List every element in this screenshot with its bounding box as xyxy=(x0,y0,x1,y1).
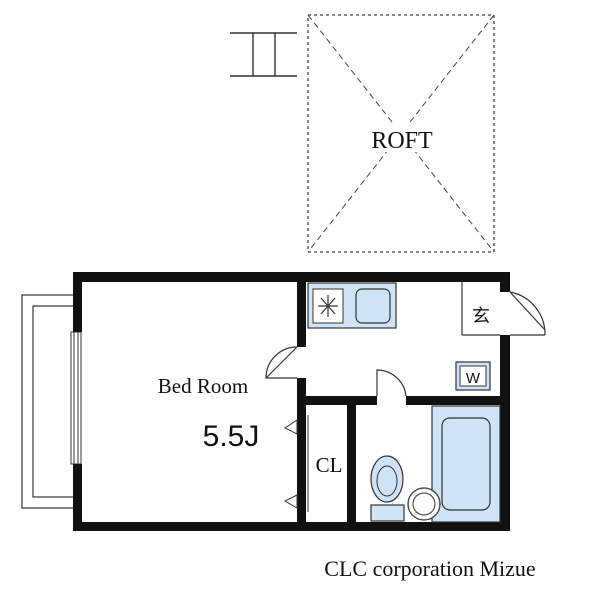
washer-inner xyxy=(459,365,487,387)
ladder xyxy=(230,32,297,77)
bedroom-size-label: 5.5J xyxy=(203,420,260,453)
closet-label: CL xyxy=(316,453,343,477)
wall-left-upper xyxy=(73,272,82,332)
wall-bedroom-kitchen-upper xyxy=(297,272,306,347)
wall-closet-bath xyxy=(347,396,356,531)
bedroom: Bed Room 5.5J xyxy=(158,346,298,453)
wall-hall-left xyxy=(297,396,377,405)
snowflake-icon xyxy=(318,295,338,317)
bedroom-label: Bed Room xyxy=(158,374,248,398)
balcony xyxy=(21,294,75,509)
loft-outline xyxy=(307,14,495,253)
wall-right-lower xyxy=(500,335,510,531)
bath-door xyxy=(376,369,407,397)
window xyxy=(70,331,82,465)
bedroom-door xyxy=(265,346,298,379)
entrance-door xyxy=(509,291,546,336)
wall-top xyxy=(73,272,510,282)
loft-area: ROFT xyxy=(307,14,495,253)
wall-right-upper xyxy=(500,272,510,292)
bathtub-basin xyxy=(441,417,491,511)
wall-bedroom-kitchen-lower xyxy=(297,378,306,531)
toilet-seat xyxy=(376,465,398,497)
walls xyxy=(73,272,510,531)
entrance-label: 玄 xyxy=(472,306,490,326)
bathroom xyxy=(370,405,501,523)
closet: CL xyxy=(283,415,343,512)
loft-label: ROFT xyxy=(371,128,433,154)
wall-left-lower xyxy=(73,464,82,531)
loft-label-bg xyxy=(366,124,438,152)
toilet-tank xyxy=(370,504,405,522)
washer-label: W xyxy=(466,370,481,387)
wall-bottom xyxy=(73,522,510,531)
kitchen-sink xyxy=(355,288,391,324)
closet-door-marker-upper xyxy=(284,419,298,435)
closet-door-marker-lower xyxy=(283,494,298,509)
kitchen: W xyxy=(307,282,491,397)
washbasin-inner xyxy=(412,492,436,516)
company-name: CLC corporation Mizue xyxy=(324,556,535,581)
entrance: 玄 xyxy=(461,282,546,336)
wall-hall-right xyxy=(406,396,510,405)
